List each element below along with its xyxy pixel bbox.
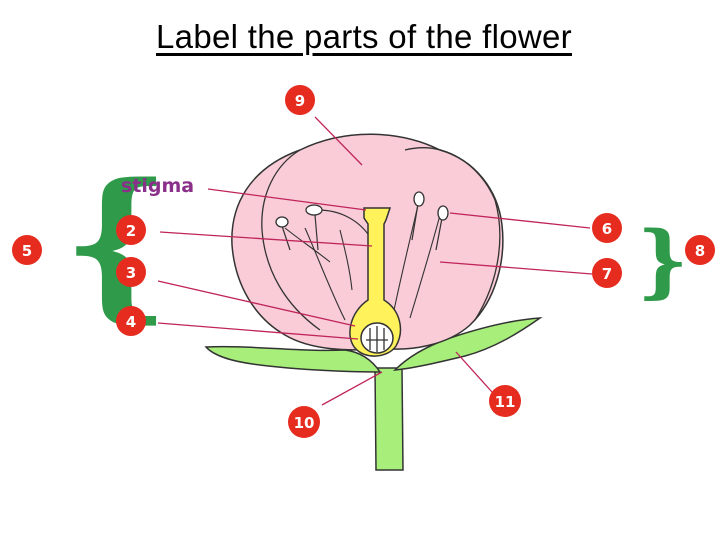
badge-8-text: 8 <box>695 242 705 260</box>
badge-8: 8 <box>685 235 715 265</box>
badge-3-text: 3 <box>126 264 136 282</box>
svg-text:{: { <box>62 148 171 338</box>
bracket-left: { <box>62 148 171 338</box>
badge-6: 6 <box>592 213 622 243</box>
pistil <box>349 207 402 357</box>
badge-5: 5 <box>12 235 42 265</box>
label-lines <box>157 116 593 406</box>
badge-11: 11 <box>489 385 521 417</box>
badge-10-text: 10 <box>294 414 315 432</box>
badge-6-text: 6 <box>602 220 612 238</box>
badge-2: 2 <box>116 215 146 245</box>
badge-3: 3 <box>116 257 146 287</box>
badge-5-text: 5 <box>22 242 32 260</box>
badge-11-text: 11 <box>495 393 516 411</box>
badge-9-text: 9 <box>295 92 305 110</box>
badge-10: 10 <box>288 406 320 438</box>
bracket-right: } <box>637 213 688 307</box>
stigma-label: stigma <box>121 175 194 197</box>
badge-7-text: 7 <box>602 265 612 283</box>
stamens <box>275 191 449 251</box>
svg-text:}: } <box>637 213 688 307</box>
badge-2-text: 2 <box>126 222 136 240</box>
badge-4-text: 4 <box>126 313 136 331</box>
badge-4: 4 <box>116 306 146 336</box>
stem <box>374 367 404 471</box>
leaves <box>204 317 543 373</box>
page-title: Label the parts of the flower <box>156 18 572 55</box>
badge-9: 9 <box>285 85 315 115</box>
badge-7: 7 <box>592 258 622 288</box>
